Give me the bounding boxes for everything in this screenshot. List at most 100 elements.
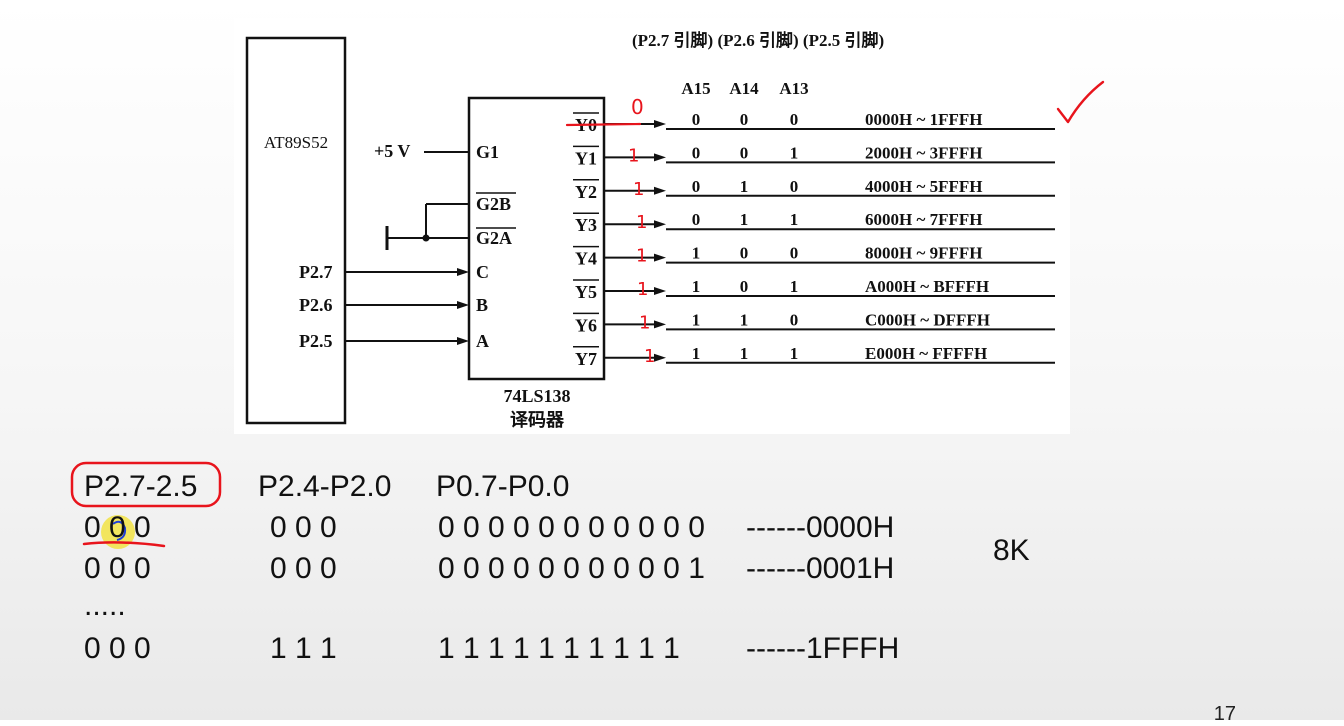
- row-6-range: A000H ~ BFFFH: [865, 277, 989, 296]
- annotation-underline: [82, 541, 166, 548]
- row-3-bit-3: 0: [790, 177, 799, 196]
- annotation-one-1: 1: [628, 145, 639, 166]
- row-1-bit-1: 0: [692, 110, 701, 129]
- table-row2-col1: 0 0 0: [84, 552, 151, 585]
- table-header-col2: P2.4-P2.0: [258, 470, 392, 503]
- row-8-range: E000H ~ FFFFH: [865, 344, 987, 363]
- mcu-box: [245, 36, 347, 425]
- table-header-col1: P2.7-2.5: [84, 470, 198, 503]
- port-wire-2-head: [457, 301, 469, 309]
- cursor-highlight: [101, 515, 135, 549]
- annotation-zero: 0: [631, 95, 644, 119]
- pointer-mark: [112, 520, 127, 541]
- annotation-y0-mark: [565, 122, 642, 127]
- page-number: 17: [1213, 703, 1236, 725]
- output-y1-wire-head: [654, 153, 666, 162]
- row-6-bit-2: 0: [740, 277, 749, 296]
- table-row2-col3: 0 0 0 0 0 0 0 0 0 0 1: [438, 552, 705, 585]
- annotation-one-7: 1: [644, 346, 655, 367]
- row-4-bit-2: 1: [740, 210, 749, 229]
- row-2-bit-1: 0: [692, 143, 701, 162]
- annotation-circle: [70, 461, 222, 508]
- table-row4-addr: ------1FFFH: [746, 632, 900, 665]
- input-g1: G1: [476, 142, 499, 162]
- addr-header-a13: A13: [779, 79, 808, 98]
- output-y5-wire-head: [654, 287, 666, 295]
- input-a: A: [476, 331, 489, 351]
- input-b: B: [476, 295, 488, 315]
- row-1-bit-3: 0: [790, 110, 799, 129]
- output-y6-wire-head: [654, 320, 666, 329]
- table-row4-col2: 1 1 1: [270, 632, 337, 665]
- port-wire-1-head: [457, 268, 469, 276]
- table-row1-col1: 0 0 0: [84, 511, 151, 544]
- row-4-range: 6000H ~ 7FFFH: [865, 210, 982, 229]
- row-3-range: 4000H ~ 5FFFH: [865, 177, 982, 196]
- output-y3-wire-head: [654, 220, 666, 229]
- port-label-1: P2.7: [299, 262, 333, 282]
- input-g2b: G2B: [476, 194, 511, 214]
- table-row1-col2: 0 0 0: [270, 511, 337, 544]
- input-c: C: [476, 262, 489, 282]
- row-6-bit-1: 1: [692, 277, 701, 296]
- annotation-one-6: 1: [639, 312, 650, 333]
- row-7-bit-2: 1: [740, 310, 749, 329]
- row-2-bit-2: 0: [740, 143, 749, 162]
- output-y2: Y2: [575, 182, 597, 202]
- input-g2a: G2A: [476, 228, 512, 248]
- row-2-range: 2000H ~ 3FFFH: [865, 143, 982, 162]
- table-row1-col3: 0 0 0 0 0 0 0 0 0 0 0: [438, 511, 705, 544]
- checkmark-icon: [1056, 80, 1105, 124]
- table-row2-col2: 0 0 0: [270, 552, 337, 585]
- output-y0-wire-head: [654, 120, 666, 128]
- output-y7: Y7: [575, 349, 597, 369]
- size-note: 8K: [993, 534, 1030, 567]
- addr-header-a14: A14: [729, 79, 759, 98]
- row-3-bit-1: 0: [692, 177, 701, 196]
- row-5-range: 8000H ~ 9FFFH: [865, 244, 982, 263]
- row-5-bit-2: 0: [740, 244, 749, 263]
- output-y6: Y6: [575, 315, 597, 335]
- table-row4-col1: 0 0 0: [84, 632, 151, 665]
- table-row4-col3: 1 1 1 1 1 1 1 1 1 1: [438, 632, 680, 665]
- figure-background: [234, 18, 1070, 434]
- output-y7-wire-head: [654, 353, 666, 362]
- row-5-bit-1: 1: [692, 244, 701, 263]
- annotation-one-3: 1: [636, 212, 647, 233]
- decoder-name: 74LS138: [503, 386, 570, 406]
- annotation-one-4: 1: [636, 246, 647, 267]
- row-6-bit-3: 1: [790, 277, 799, 296]
- output-y2-wire-head: [654, 186, 666, 195]
- port-label-2: P2.6: [299, 295, 333, 315]
- decoder-caption: 译码器: [510, 410, 565, 430]
- output-y3: Y3: [575, 215, 597, 235]
- annotation-one-2: 1: [633, 179, 644, 200]
- mcu-label: AT89S52: [264, 133, 328, 152]
- table-header-col3: P0.7-P0.0: [436, 470, 570, 503]
- output-y5: Y5: [575, 282, 597, 302]
- row-7-bit-3: 0: [790, 310, 799, 329]
- row-7-range: C000H ~ DFFFH: [865, 310, 990, 329]
- port-wire-3-head: [457, 337, 469, 345]
- addr-header-a15: A15: [681, 79, 710, 98]
- row-2-bit-3: 1: [790, 143, 799, 162]
- annotation-one-5: 1: [637, 279, 648, 300]
- output-y4-wire-head: [654, 253, 666, 262]
- row-4-bit-1: 0: [692, 210, 701, 229]
- table-row3-ellipsis: .....: [84, 589, 126, 622]
- row-3-bit-2: 1: [740, 177, 749, 196]
- row-8-bit-2: 1: [740, 344, 749, 363]
- row-7-bit-1: 1: [692, 310, 701, 329]
- output-y1: Y1: [575, 148, 597, 168]
- row-5-bit-3: 0: [790, 244, 799, 263]
- row-1-range: 0000H ~ 1FFFH: [865, 110, 982, 129]
- output-y4: Y4: [575, 249, 597, 269]
- row-4-bit-3: 1: [790, 210, 799, 229]
- header-text: (P2.7 引脚) (P2.6 引脚) (P2.5 引脚): [632, 30, 884, 50]
- table-row2-addr: ------0001H: [746, 552, 895, 585]
- row-8-bit-1: 1: [692, 344, 701, 363]
- table-row1-addr: ------0000H: [746, 511, 895, 544]
- port-label-3: P2.5: [299, 331, 333, 351]
